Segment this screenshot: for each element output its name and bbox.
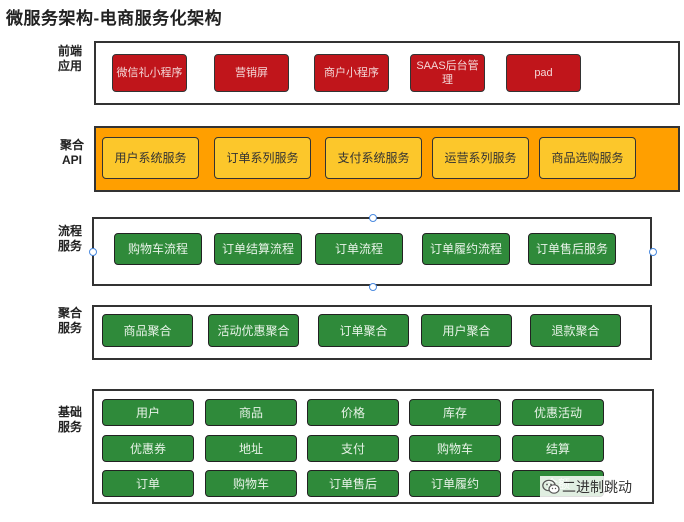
service-node: 购物车 bbox=[409, 435, 501, 462]
service-node: 地址 bbox=[205, 435, 297, 462]
service-node: 商户小程序 bbox=[314, 54, 389, 92]
service-node: 订单售后 bbox=[307, 470, 399, 497]
layer-frame bbox=[92, 389, 654, 504]
service-node: 购物车 bbox=[205, 470, 297, 497]
watermark: 二进制跳动 bbox=[540, 476, 634, 498]
layer-label: 聚合服务 bbox=[57, 306, 82, 335]
selection-handle[interactable] bbox=[369, 283, 377, 291]
service-node: 营销屏 bbox=[214, 54, 289, 92]
service-node: 活动优惠聚合 bbox=[208, 314, 299, 347]
service-node: 商品聚合 bbox=[102, 314, 193, 347]
service-node: 订单 bbox=[102, 470, 194, 497]
selection-handle[interactable] bbox=[89, 248, 97, 256]
layer-label: 聚合API bbox=[59, 138, 84, 167]
service-node: 用户系统服务 bbox=[102, 137, 199, 179]
service-node: 订单履约流程 bbox=[422, 233, 510, 265]
service-node: 库存 bbox=[409, 399, 501, 426]
service-node: 购物车流程 bbox=[114, 233, 202, 265]
service-node: SAAS后台管理 bbox=[410, 54, 485, 92]
layer-label: 前端应用 bbox=[57, 44, 82, 73]
service-node: pad bbox=[506, 54, 581, 92]
service-node: 价格 bbox=[307, 399, 399, 426]
service-node: 订单履约 bbox=[409, 470, 501, 497]
service-node: 订单聚合 bbox=[318, 314, 409, 347]
service-node: 退款聚合 bbox=[530, 314, 621, 347]
layer-label: 基础服务 bbox=[57, 405, 82, 434]
service-node: 优惠券 bbox=[102, 435, 194, 462]
service-node: 用户聚合 bbox=[421, 314, 512, 347]
selection-handle[interactable] bbox=[369, 214, 377, 222]
layer-frame bbox=[92, 305, 652, 360]
service-node: 订单售后服务 bbox=[528, 233, 616, 265]
service-node: 用户 bbox=[102, 399, 194, 426]
service-node: 结算 bbox=[512, 435, 604, 462]
service-node: 微信礼小程序 bbox=[112, 54, 187, 92]
service-node: 优惠活动 bbox=[512, 399, 604, 426]
selection-handle[interactable] bbox=[649, 248, 657, 256]
service-node: 支付系统服务 bbox=[325, 137, 422, 179]
service-node: 订单结算流程 bbox=[214, 233, 302, 265]
wechat-icon bbox=[542, 479, 560, 494]
service-node: 商品选购服务 bbox=[539, 137, 636, 179]
service-node: 订单流程 bbox=[315, 233, 403, 265]
watermark-text: 二进制跳动 bbox=[562, 479, 632, 495]
service-node: 订单系列服务 bbox=[214, 137, 311, 179]
diagram-title: 微服务架构-电商服务化架构 bbox=[6, 9, 223, 28]
service-node: 支付 bbox=[307, 435, 399, 462]
service-node: 商品 bbox=[205, 399, 297, 426]
layer-frame bbox=[94, 41, 680, 105]
layer-label: 流程服务 bbox=[57, 224, 82, 253]
service-node: 运营系列服务 bbox=[432, 137, 529, 179]
